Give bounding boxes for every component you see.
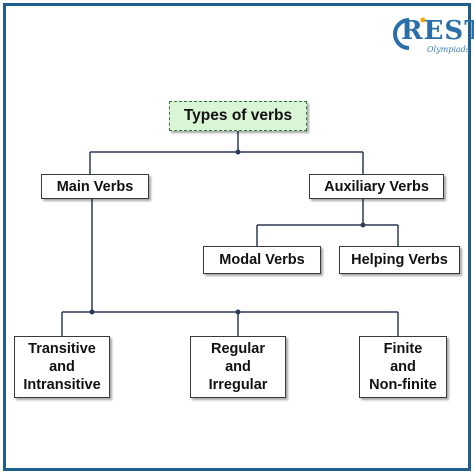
- node-main-verbs: Main Verbs: [41, 174, 149, 199]
- node-regular-irregular: Regular and Irregular: [190, 336, 286, 398]
- crest-logo: REST Olympiads: [385, 14, 474, 58]
- logo-subtitle: Olympiads: [427, 45, 470, 54]
- node-types-of-verbs: Types of verbs: [169, 101, 307, 131]
- node-auxiliary-verbs: Auxiliary Verbs: [309, 174, 444, 199]
- logo-text: REST: [401, 16, 474, 46]
- node-finite-nonfinite: Finite and Non-finite: [359, 336, 447, 398]
- node-transitive-intransitive: Transitive and Intransitive: [14, 336, 110, 398]
- diagram-frame: [3, 3, 471, 471]
- node-helping-verbs: Helping Verbs: [339, 246, 460, 274]
- node-modal-verbs: Modal Verbs: [203, 246, 321, 274]
- crest-logo-icon: [393, 17, 426, 50]
